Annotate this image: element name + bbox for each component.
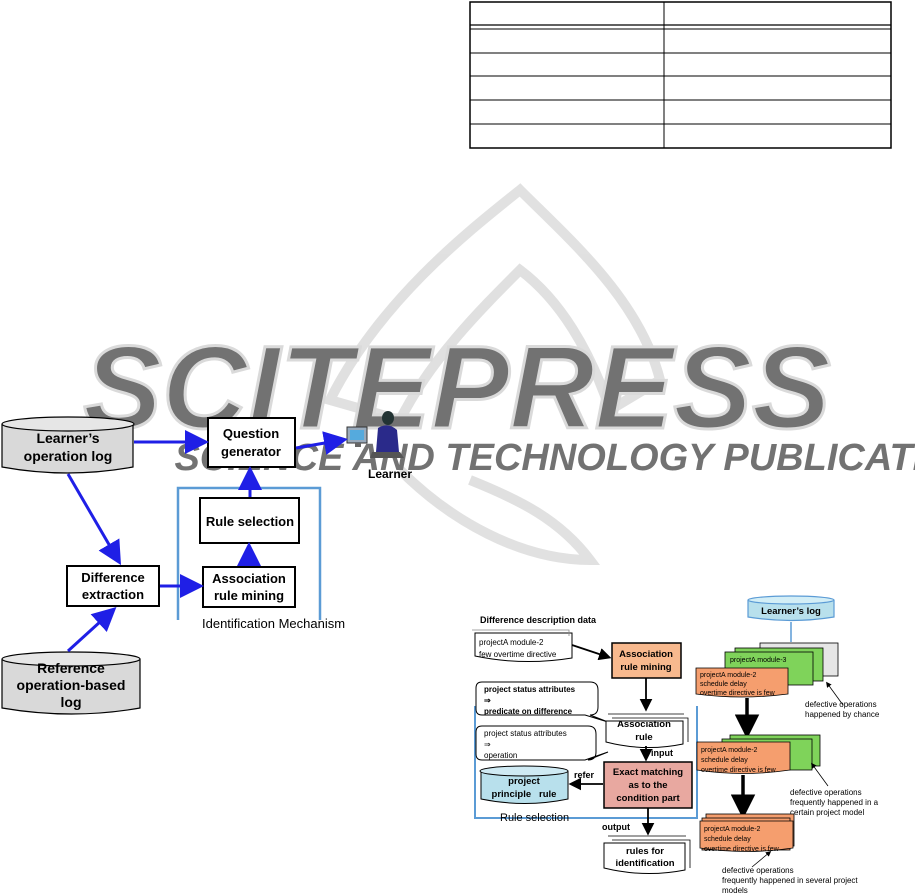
callout-operation: project status attributes ⇒ operation [475,725,609,761]
callout2-line-1: project status attributes [484,729,567,738]
assoc-rule-label-1: Association [617,719,671,730]
note2-line-3: certain project model [790,808,864,817]
rules-id-label-2: identification [615,858,674,869]
learner-log-label-1: Learner’s [36,430,99,446]
callout1-line-3: predicate on difference [484,707,573,716]
reference-log-label-3: log [61,694,82,710]
stack2-front-line-2: schedule delay [701,757,748,764]
stack3-front-line-3: overtime directive is few [704,846,780,853]
learners-log-label: Learner’s log [761,606,821,617]
arm-right-label-1: Association [619,649,673,660]
difference-extraction-box: Difference extraction [66,565,160,607]
arm-right-label-2: rule mining [620,662,671,673]
note3-line-2: frequently happened in several project [722,876,858,885]
assoc-rule-label-2: rule [635,732,652,743]
association-rule-mining-box-right: Association rule mining [611,642,682,679]
difference-extraction-label-1: Difference [81,570,145,585]
stack3-front-line-2: schedule delay [704,836,751,843]
top-table [469,1,892,149]
difference-document: projectA module-2 few overtime directive [472,629,573,663]
learner-log-label-2: operation log [24,448,113,464]
learners-log-cylinder: Learner’s log [747,595,835,622]
project-principle-rule-cylinder: project principle rule [479,765,569,804]
identification-mechanism-label: Identification Mechanism [202,616,345,631]
stack2-front-line-1: projectA module-2 [701,747,758,754]
learner-label: Learner [368,467,412,481]
log-stack-1: projectA module-3 projectA module-2 sche… [695,642,839,698]
rule-selection-label-right: Rule selection [500,812,569,824]
stack2-front-line-3: overtime directive is few [701,767,777,774]
doc-line-2: few overtime directive [479,650,557,659]
refer-label: refer [574,770,595,780]
difference-extraction-label-2: extraction [82,587,144,602]
note2-line-1: defective operations [790,788,862,797]
association-mining-label-1: Association [212,571,286,586]
difference-description-data-label: Difference description data [480,615,597,625]
callout2-line-3: operation [484,751,517,760]
callout2-line-2: ⇒ [484,740,491,749]
rule-selection-label: Rule selection [206,514,294,529]
callout-predicate: project status attributes ⇒ predicate on… [475,681,609,723]
note3-line-1: defective operations [722,866,794,875]
exact-matching-label-3: condition part [616,793,680,804]
log-stack-3: projectA module-2 schedule delay overtim… [699,813,795,853]
rule-selection-box: Rule selection [199,497,300,544]
right-arrows [568,644,655,836]
note1-line-1: defective operations [805,700,877,709]
question-generator-label-1: Question [223,426,279,441]
reference-log-label-1: Reference [37,660,105,676]
principle-label-2: principle rule [492,789,557,800]
callout1-line-1: project status attributes [484,685,576,694]
note2-line-2: frequently happened in a [790,798,879,807]
learner-log-cylinder: Learner’s operation log [1,416,135,474]
principle-label-1: project [508,776,541,787]
note3-line-3: models [722,886,748,895]
question-generator-box: Question generator [207,417,296,468]
left-arrows [66,430,348,653]
association-rule-document: Association rule [605,713,689,749]
doc-line-1: projectA module-2 [479,638,544,647]
watermark-subtitle: SCIENCE AND TECHNOLOGY PUBLICATIONS [174,437,915,479]
note1-line-2: happened by chance [805,710,880,719]
rules-for-identification-document: rules for identification [603,835,691,875]
stack1-front-line-1: projectA module-2 [700,672,757,679]
callout1-line-2: ⇒ [484,696,491,705]
association-mining-label-2: rule mining [214,588,284,603]
reference-log-cylinder: Reference operation-based log [1,651,141,715]
stack1-front-line-3: overtime directive is few [700,690,776,697]
learner-at-computer-icon [346,411,404,458]
exact-matching-label-1: Exact matching [613,767,683,778]
stack1-front-line-2: schedule delay [700,681,747,688]
rules-id-label-1: rules for [626,846,664,857]
question-generator-label-2: generator [221,444,281,459]
stack3-front-line-1: projectA module-2 [704,826,761,833]
output-label: output [602,822,630,832]
right-diagram: Difference description data projectA mod… [472,595,880,895]
association-rule-mining-box: Association rule mining [202,566,296,608]
input-label: input [651,748,673,758]
log-stack-2: projectA module-2 schedule delay overtim… [696,734,821,774]
stack1-back-label: projectA module-3 [730,657,787,664]
watermark-title: SCITEPRESS [83,322,831,454]
exact-matching-label-2: as to the [628,780,667,791]
exact-matching-box: Exact matching as to the condition part [603,761,693,809]
left-diagram: Learner’s operation log Question generat… [1,411,412,715]
reference-log-label-2: operation-based [17,677,126,693]
